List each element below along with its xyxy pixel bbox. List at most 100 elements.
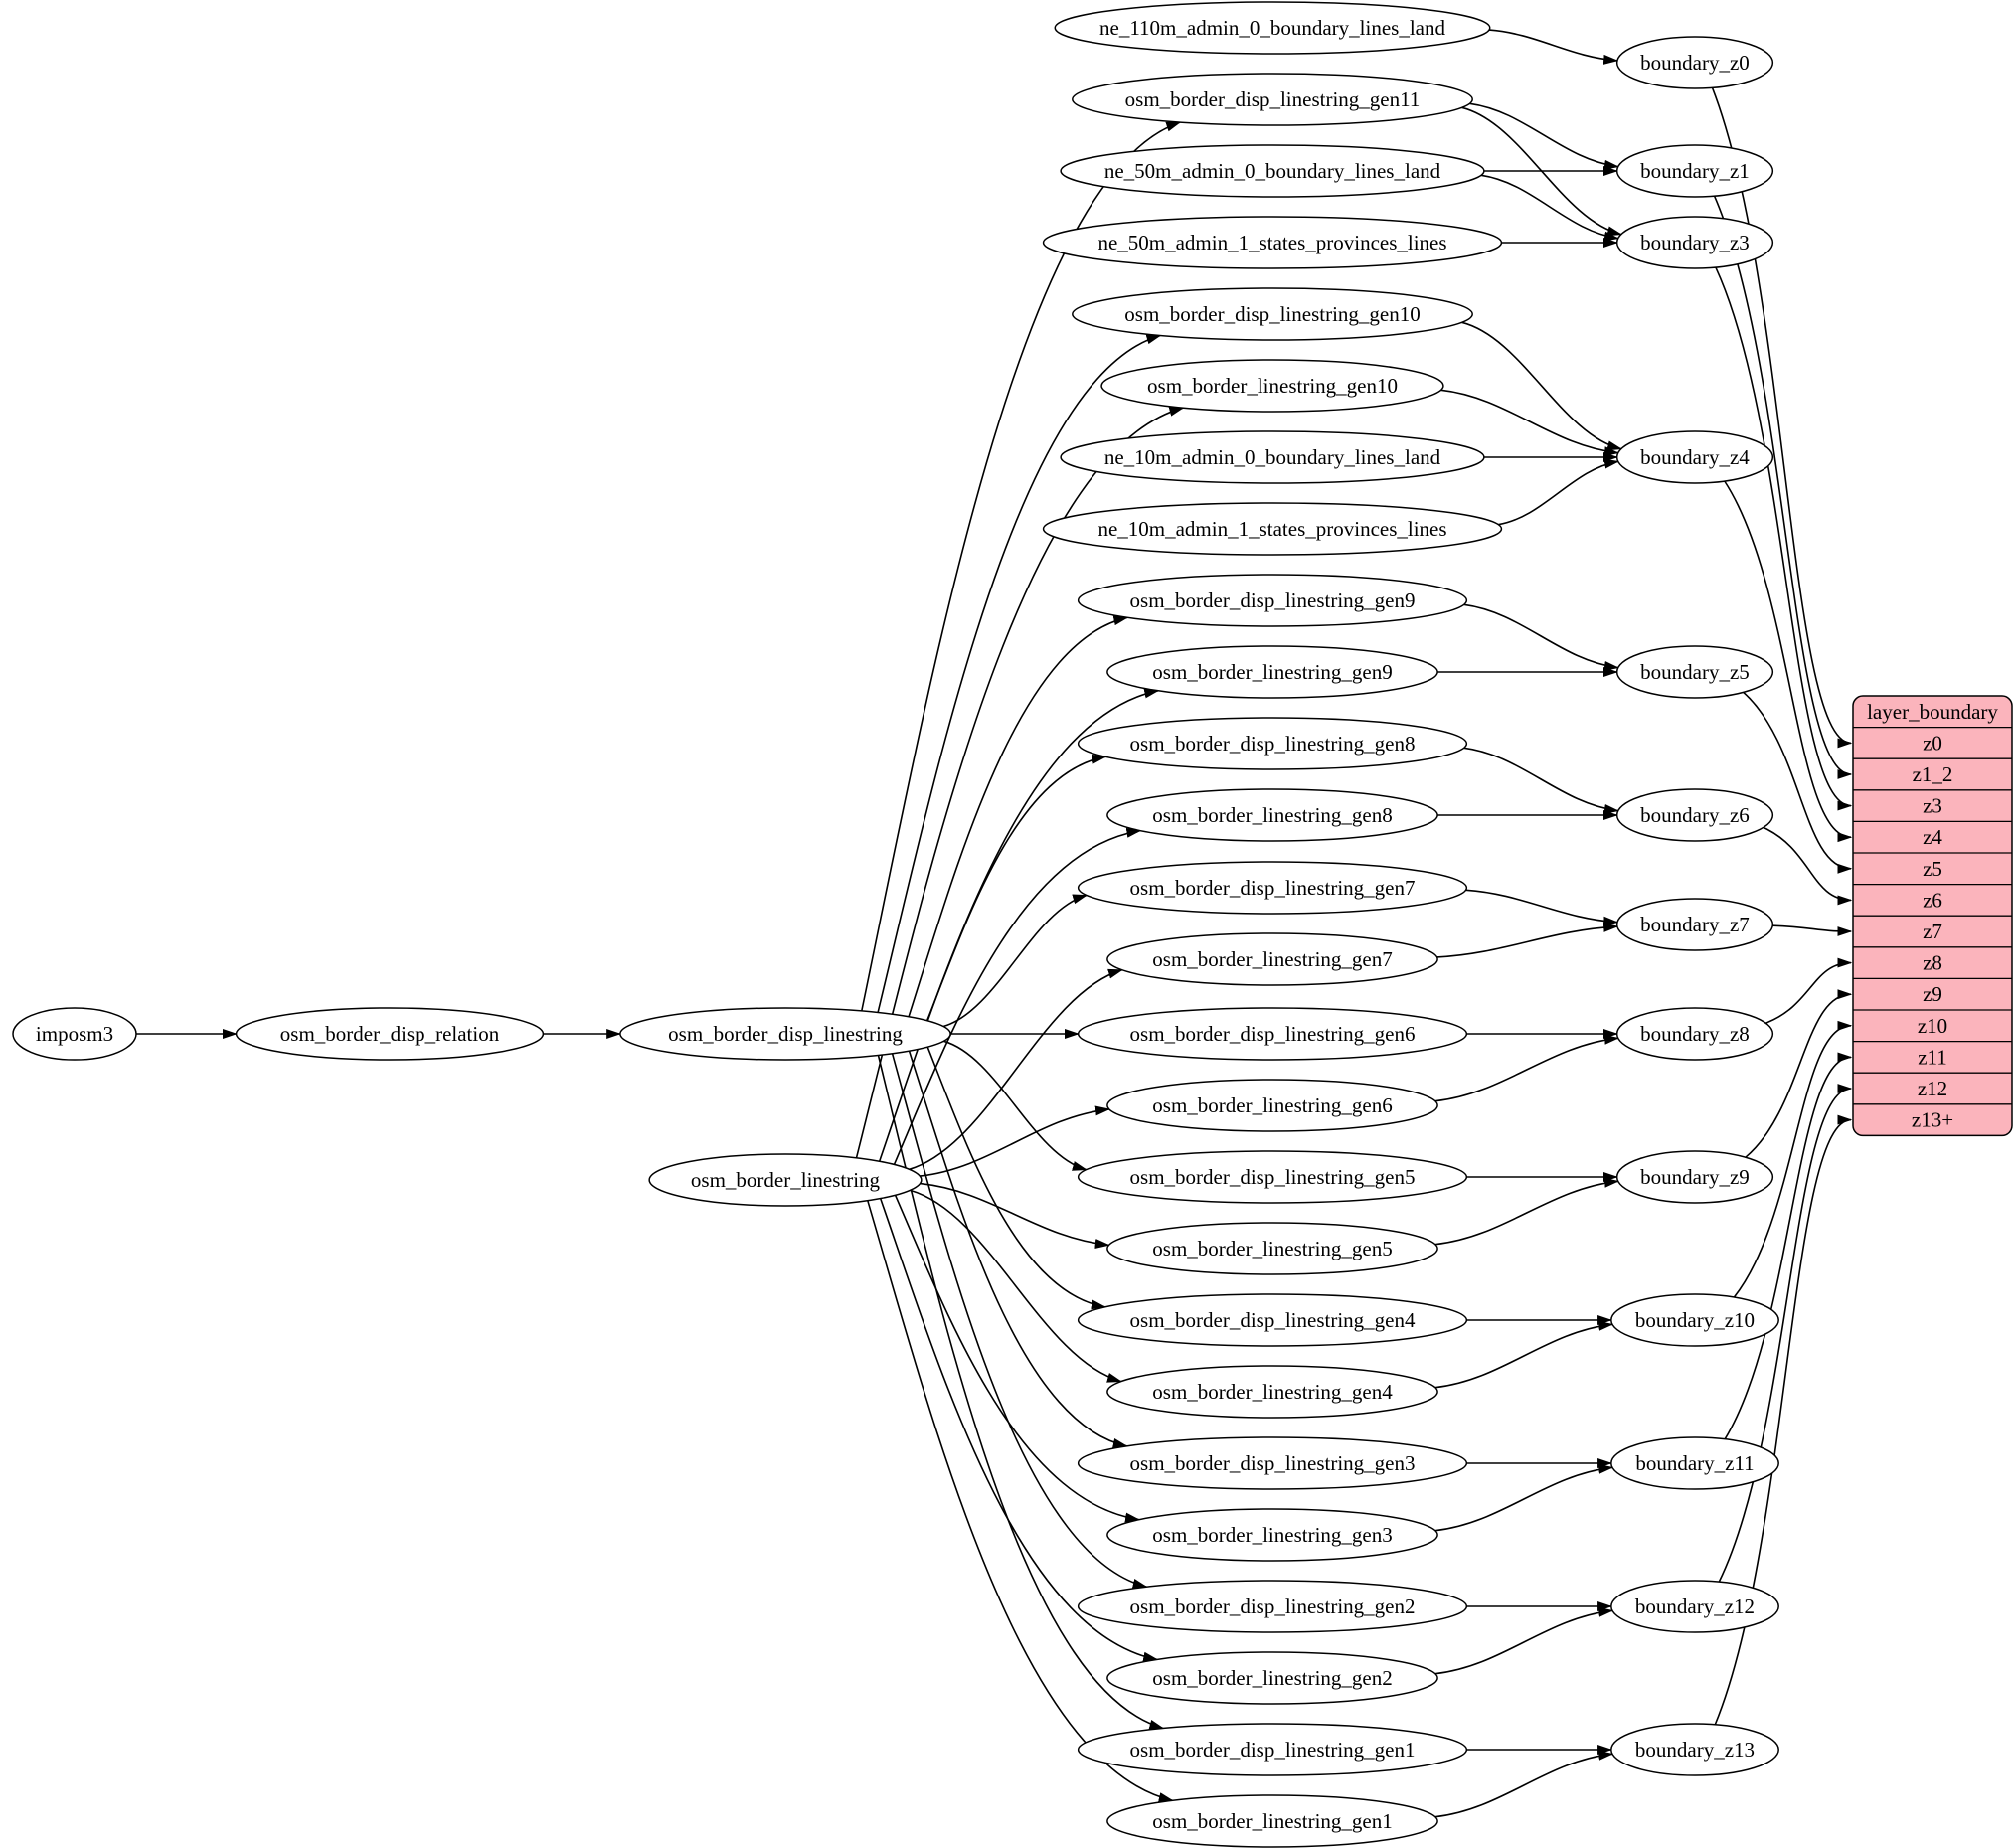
node-shape [1060, 144, 1485, 198]
node-boundary_z8: boundary_z8 [1615, 1007, 1774, 1061]
node-shape [1077, 1007, 1468, 1061]
graph-edge [1463, 603, 1620, 671]
table-row-z13+: z13+ [1912, 1108, 1953, 1132]
graph-edge [1461, 106, 1623, 237]
node-shape [1615, 898, 1774, 951]
node-label: boundary_z9 [1640, 1165, 1750, 1189]
graph-edge [1461, 321, 1623, 451]
node-boundary_z12: boundary_z12 [1610, 1580, 1779, 1633]
node-shape [1610, 1580, 1779, 1633]
node-shape [1077, 717, 1468, 770]
node-boundary_z13: boundary_z13 [1610, 1723, 1779, 1776]
graph-edge [942, 894, 1089, 1028]
graph-edge [1765, 957, 1853, 1024]
graph-edge [1715, 266, 1853, 811]
graph-edge [909, 968, 1123, 1171]
node-shape [1077, 1293, 1468, 1347]
node-boundary_z10: boundary_z10 [1610, 1293, 1779, 1347]
node-osm_border_linestring_gen3: osm_border_linestring_gen3 [1106, 1508, 1438, 1562]
graph-edge [879, 1198, 1159, 1662]
node-label: boundary_z5 [1640, 660, 1750, 684]
node-label: osm_border_linestring_gen3 [1152, 1523, 1392, 1547]
node-shape [1610, 1293, 1779, 1347]
node-label: osm_border_disp_relation [280, 1022, 500, 1046]
node-label: boundary_z12 [1635, 1595, 1755, 1618]
node-boundary_z4: boundary_z4 [1615, 430, 1774, 484]
table-row-z8: z8 [1923, 951, 1942, 975]
node-shape [1042, 502, 1503, 556]
node-shape [1106, 1365, 1438, 1419]
node-osm_border_disp_linestring_gen5: osm_border_disp_linestring_gen5 [1077, 1150, 1468, 1204]
table-row-z6: z6 [1923, 888, 1942, 912]
node-label: osm_border_disp_linestring_gen10 [1124, 302, 1420, 326]
node-label: boundary_z7 [1640, 913, 1750, 936]
node-label: osm_border_linestring_gen9 [1152, 660, 1392, 684]
node-osm_border_disp_linestring_gen2: osm_border_disp_linestring_gen2 [1077, 1580, 1468, 1633]
node-shape [619, 1007, 951, 1061]
node-label: osm_border_disp_linestring_gen5 [1130, 1165, 1416, 1189]
node-boundary_z0: boundary_z0 [1615, 36, 1774, 89]
node-label: boundary_z0 [1640, 51, 1750, 75]
node-shape [1072, 73, 1473, 126]
graph-edge [1743, 691, 1853, 874]
node-shape [1615, 645, 1774, 699]
node-shape [1615, 216, 1774, 269]
graph-edge [1434, 1320, 1614, 1389]
node-boundary_z9: boundary_z9 [1615, 1150, 1774, 1204]
node-shape [1106, 1794, 1438, 1848]
node-label: osm_border_disp_linestring_gen1 [1130, 1738, 1416, 1762]
node-shape [1106, 645, 1438, 699]
node-osm_border_disp_linestring_gen7: osm_border_disp_linestring_gen7 [1077, 861, 1468, 915]
graph-edge [1714, 1114, 1853, 1726]
node-label: osm_border_disp_linestring_gen7 [1130, 876, 1416, 900]
table-row-z1_2: z1_2 [1913, 762, 1953, 786]
node-label: osm_border_disp_linestring_gen6 [1130, 1022, 1416, 1046]
node-osm_border_disp_linestring: osm_border_disp_linestring [619, 1007, 951, 1061]
nodes-layer: imposm3 osm_border_disp_relation osm_borde… [12, 1, 1779, 1848]
table-layer-boundary: layer_boundaryz0z1_2z3z4z5z6z7z8z9z10z11… [1852, 695, 2013, 1137]
table-row-z12: z12 [1918, 1077, 1947, 1100]
graph-edge [877, 334, 1162, 1013]
graph-edge [1772, 924, 1853, 936]
node-label: boundary_z1 [1640, 159, 1750, 183]
table-row-z4: z4 [1923, 825, 1942, 849]
node-label: osm_border_disp_linestring_gen9 [1130, 588, 1416, 612]
node-ne_50m_admin_0_boundary_lines_land: ne_50m_admin_0_boundary_lines_land [1060, 144, 1485, 198]
edges-layer [136, 29, 1853, 1818]
graph-edge [867, 1200, 1174, 1802]
graph-edge [893, 827, 1142, 1165]
node-label: boundary_z8 [1640, 1022, 1750, 1046]
node-boundary_z7: boundary_z7 [1615, 898, 1774, 951]
node-boundary_z6: boundary_z6 [1615, 788, 1774, 842]
graph-edge [920, 1105, 1111, 1177]
node-label: osm_border_linestring_gen1 [1152, 1809, 1392, 1833]
graph-edge [943, 1040, 1088, 1171]
graph-edge [1434, 1606, 1614, 1675]
node-shape [1106, 1651, 1438, 1705]
graph-edge [1440, 389, 1620, 457]
node-label: ne_10m_admin_1_states_provinces_lines [1097, 517, 1446, 541]
node-imposm3: imposm3 [12, 1007, 137, 1061]
node-shape [1106, 1222, 1438, 1275]
node-label: osm_border_disp_linestring [668, 1022, 903, 1046]
graph-edge [910, 1189, 1122, 1383]
node-shape [1077, 574, 1468, 627]
node-boundary_z1: boundary_z1 [1615, 144, 1774, 198]
node-label: osm_border_linestring_gen8 [1152, 803, 1392, 827]
node-osm_border_linestring_gen5: osm_border_linestring_gen5 [1106, 1222, 1438, 1275]
node-label: osm_border_linestring_gen6 [1152, 1093, 1392, 1117]
node-shape [1060, 430, 1485, 484]
node-shape [1106, 932, 1438, 986]
node-label: osm_border_disp_linestring_gen8 [1130, 732, 1416, 756]
node-shape [648, 1153, 923, 1207]
node-label: osm_border_disp_linestring_gen4 [1130, 1308, 1416, 1332]
node-label: osm_border_linestring [691, 1168, 881, 1192]
node-shape [1100, 359, 1444, 413]
node-shape [1077, 1150, 1468, 1204]
node-osm_border_disp_linestring_gen1: osm_border_disp_linestring_gen1 [1077, 1723, 1468, 1776]
graph-edge [1718, 1084, 1853, 1583]
node-ne_10m_admin_0_boundary_lines_land: ne_10m_admin_0_boundary_lines_land [1060, 430, 1485, 484]
graph-edge [1724, 1052, 1853, 1440]
node-ne_110m_admin_0_boundary_lines_land: ne_110m_admin_0_boundary_lines_land [1054, 1, 1491, 55]
graph-edge [1434, 1034, 1620, 1102]
